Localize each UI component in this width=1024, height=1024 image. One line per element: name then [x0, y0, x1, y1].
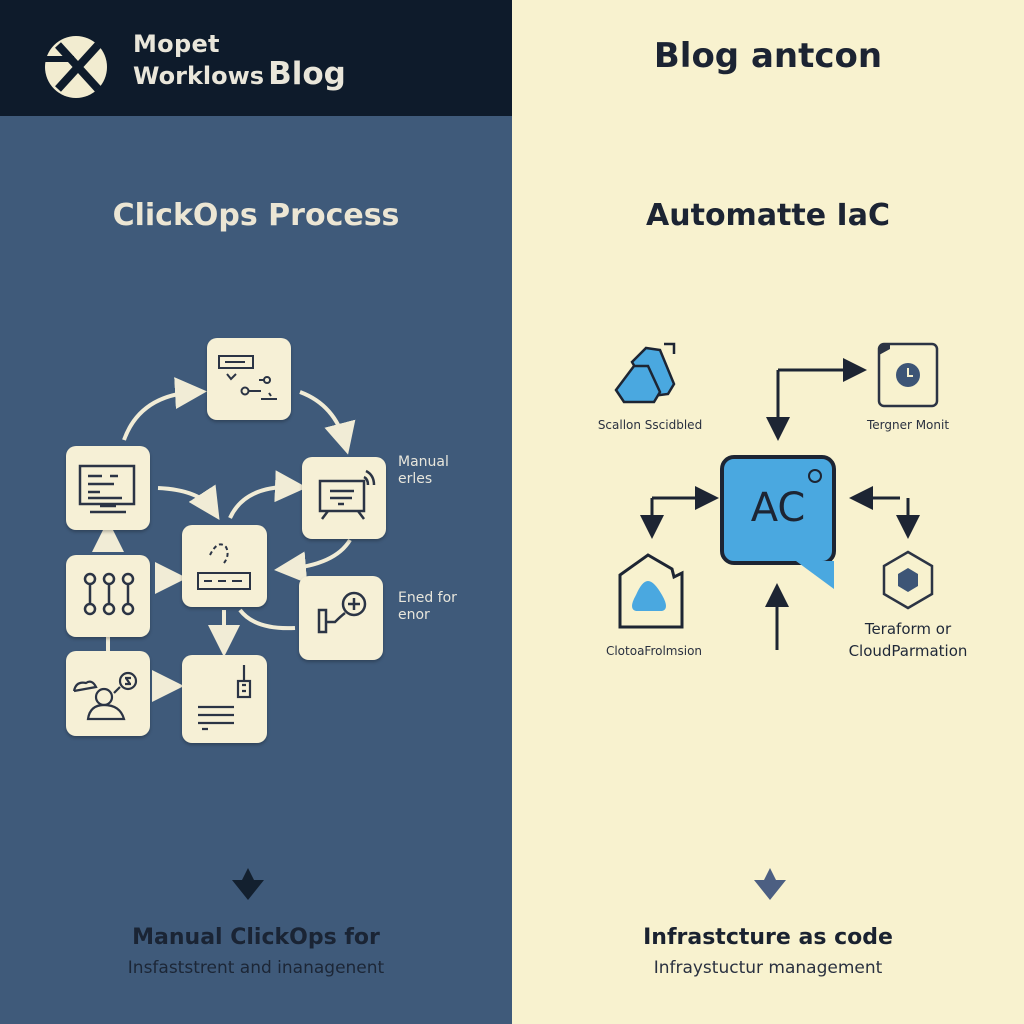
manual-label: Manual erles [398, 454, 449, 488]
clickops-footer-subtitle: Insfaststrent and inanagenent [127, 958, 385, 978]
center-process-node[interactable] [182, 525, 267, 607]
ened-label-line1: Ened for [398, 590, 457, 606]
right-down-arrow-icon [754, 868, 786, 900]
ened-label: Ened for enor [398, 590, 457, 624]
brand-workflows: Worklows [133, 62, 265, 90]
logo-icon[interactable] [44, 35, 108, 99]
sliders-icon [83, 572, 135, 616]
scaling-label: Scallon Sscidbled [597, 418, 703, 432]
signal-box-icon [197, 543, 251, 590]
cloud-user-icon [72, 671, 138, 721]
iac-core-box[interactable]: AC [720, 455, 836, 565]
plus-connector-icon [317, 591, 367, 634]
manual-label-line1: Manual [398, 454, 449, 470]
right-header-title: Blog antcon [653, 36, 883, 76]
clock-monitor-icon[interactable] [876, 341, 940, 409]
document-tool-node[interactable] [182, 655, 267, 743]
iac-core-text: AC [750, 485, 806, 531]
iac-title: Automatte IaC [646, 198, 890, 233]
speech-tail-icon [796, 561, 834, 589]
monitor-node[interactable] [66, 446, 150, 530]
iac-footer-subtitle: Infraystuctur management [653, 958, 883, 978]
form-flow-icon [218, 355, 277, 400]
monitor-label: Tergner Monit [866, 418, 950, 432]
cloud-house-icon[interactable] [616, 551, 688, 629]
scaling-hexagons-icon[interactable] [612, 340, 682, 410]
terraform-label: Teraform or CloudParmation [838, 618, 978, 662]
cloud-user-node[interactable] [66, 651, 150, 736]
brand-name-line1: Mopet [133, 30, 220, 58]
ened-label-line2: enor [398, 607, 430, 623]
iac-footer-title: Infrastcture as code [643, 925, 893, 950]
clickops-title: ClickOps Process [112, 198, 400, 233]
brand-blog: Blog [268, 56, 346, 92]
monitor-icon [78, 464, 136, 514]
form-node[interactable] [207, 338, 291, 420]
clickops-footer-title: Manual ClickOps for [132, 925, 380, 950]
tv-node[interactable] [302, 457, 386, 539]
manual-label-line2: erles [398, 471, 433, 487]
tv-icon [318, 469, 376, 520]
sliders-node[interactable] [66, 555, 150, 637]
terraform-hexagon-icon[interactable] [876, 548, 940, 612]
iac-core-dot-icon [808, 469, 822, 483]
terraform-label-line2: CloudParmation [848, 642, 968, 660]
left-down-arrow-icon [232, 868, 264, 900]
terraform-label-line1: Teraform or [864, 620, 952, 638]
plus-connector-node[interactable] [299, 576, 383, 660]
cloudformation-label: ClotoaFrolmsion [605, 644, 703, 658]
document-tool-icon [198, 665, 252, 731]
